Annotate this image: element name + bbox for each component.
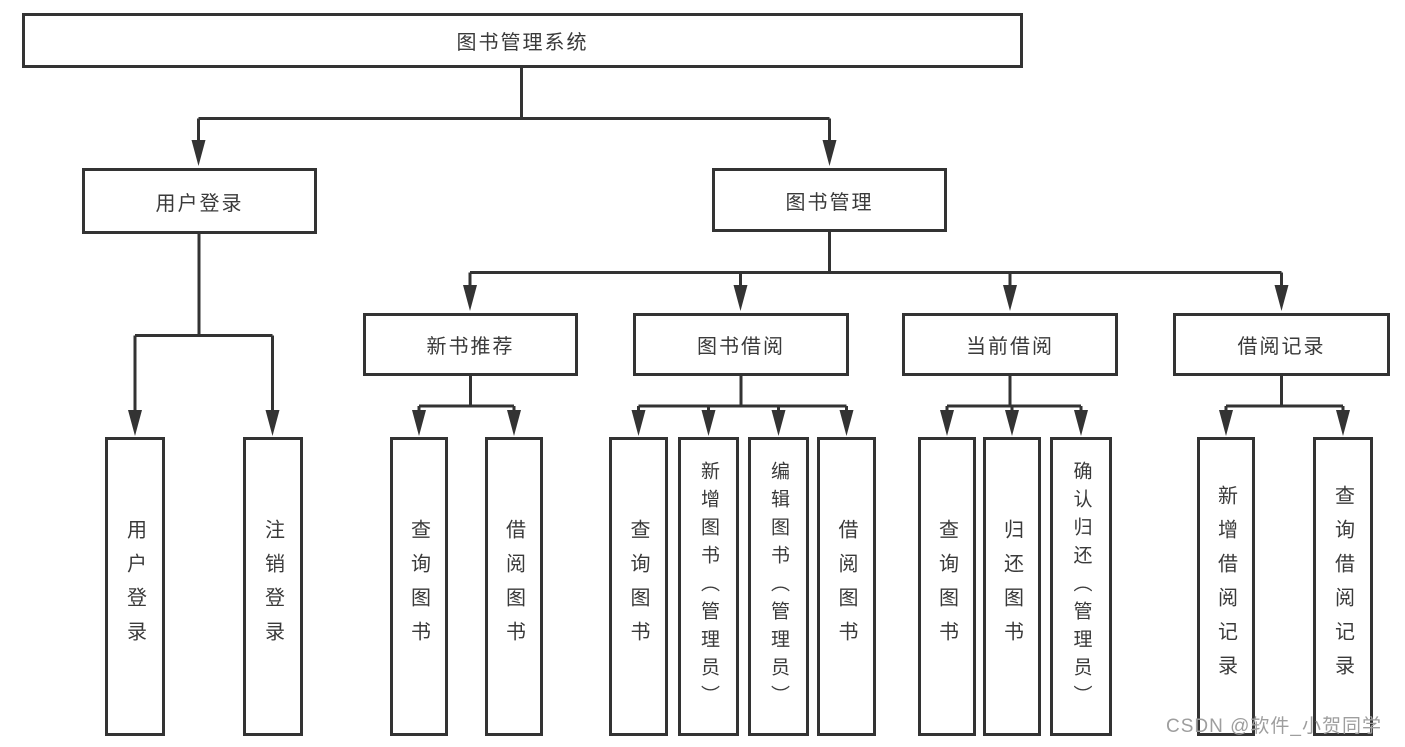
node-current-borrow: 当前借阅 xyxy=(902,313,1118,376)
csdn-watermark: CSDN @软件_小贺同学 xyxy=(1166,716,1382,737)
arrowhead-icon xyxy=(940,410,954,436)
connector-user-login-children xyxy=(133,234,274,416)
leaf-current-return-book: 归还图书 xyxy=(983,437,1041,736)
arrowhead-icon xyxy=(507,410,521,436)
arrowhead-icon xyxy=(1336,410,1350,436)
leaf-borrow-edit-book-admin: 编辑图书（管理员） xyxy=(748,437,809,736)
arrowhead-icon xyxy=(822,140,837,166)
arrowhead-icon xyxy=(412,410,426,436)
node-book-borrow: 图书借阅 xyxy=(633,313,849,376)
arrowhead-icon xyxy=(128,410,142,436)
arrowhead-icon xyxy=(1274,285,1289,311)
leaf-borrow-query-book: 查询图书 xyxy=(609,437,668,736)
node-user-login: 用户登录 xyxy=(82,168,317,234)
leaf-logout-login: 注销登录 xyxy=(243,437,303,736)
node-borrow-record: 借阅记录 xyxy=(1173,313,1390,376)
leaf-record-add-borrow-record: 新增借阅记录 xyxy=(1197,437,1255,736)
leaf-user-login: 用户登录 xyxy=(105,437,165,736)
node-book-management: 图书管理 xyxy=(712,168,947,232)
arrowhead-icon xyxy=(1219,410,1233,436)
leaf-current-confirm-return-admin: 确认归还（管理员） xyxy=(1050,437,1112,736)
node-library-management-system: 图书管理系统 xyxy=(22,13,1023,68)
arrowheads xyxy=(128,140,1350,436)
arrowhead-icon xyxy=(733,285,748,311)
leaf-borrow-borrow-book: 借阅图书 xyxy=(817,437,876,736)
connector-book-borrow-children xyxy=(637,376,848,417)
node-new-book-recommend: 新书推荐 xyxy=(363,313,578,376)
leaf-new-book-query-book: 查询图书 xyxy=(390,437,448,736)
leaf-current-query-book: 查询图书 xyxy=(918,437,976,736)
arrowhead-icon xyxy=(1005,410,1019,436)
leaf-borrow-add-book-admin: 新增图书（管理员） xyxy=(678,437,739,736)
leaf-record-query-borrow-record: 查询借阅记录 xyxy=(1313,437,1373,736)
arrowhead-icon xyxy=(265,410,280,436)
leaf-new-book-borrow-book: 借阅图书 xyxy=(485,437,543,736)
arrowhead-icon xyxy=(701,410,716,436)
arrowhead-icon xyxy=(191,140,206,166)
arrowhead-icon xyxy=(1074,410,1088,436)
connector-new-book-children xyxy=(417,376,516,417)
connector-borrow-record-children xyxy=(1224,376,1345,417)
arrowhead-icon xyxy=(463,285,477,311)
arrowhead-icon xyxy=(631,410,646,436)
arrowhead-icon xyxy=(771,410,786,436)
connector-book-management-children xyxy=(468,232,1283,291)
arrowhead-icon xyxy=(839,410,854,436)
connector-root-to-level2 xyxy=(197,68,831,146)
arrowhead-icon xyxy=(1003,285,1017,311)
